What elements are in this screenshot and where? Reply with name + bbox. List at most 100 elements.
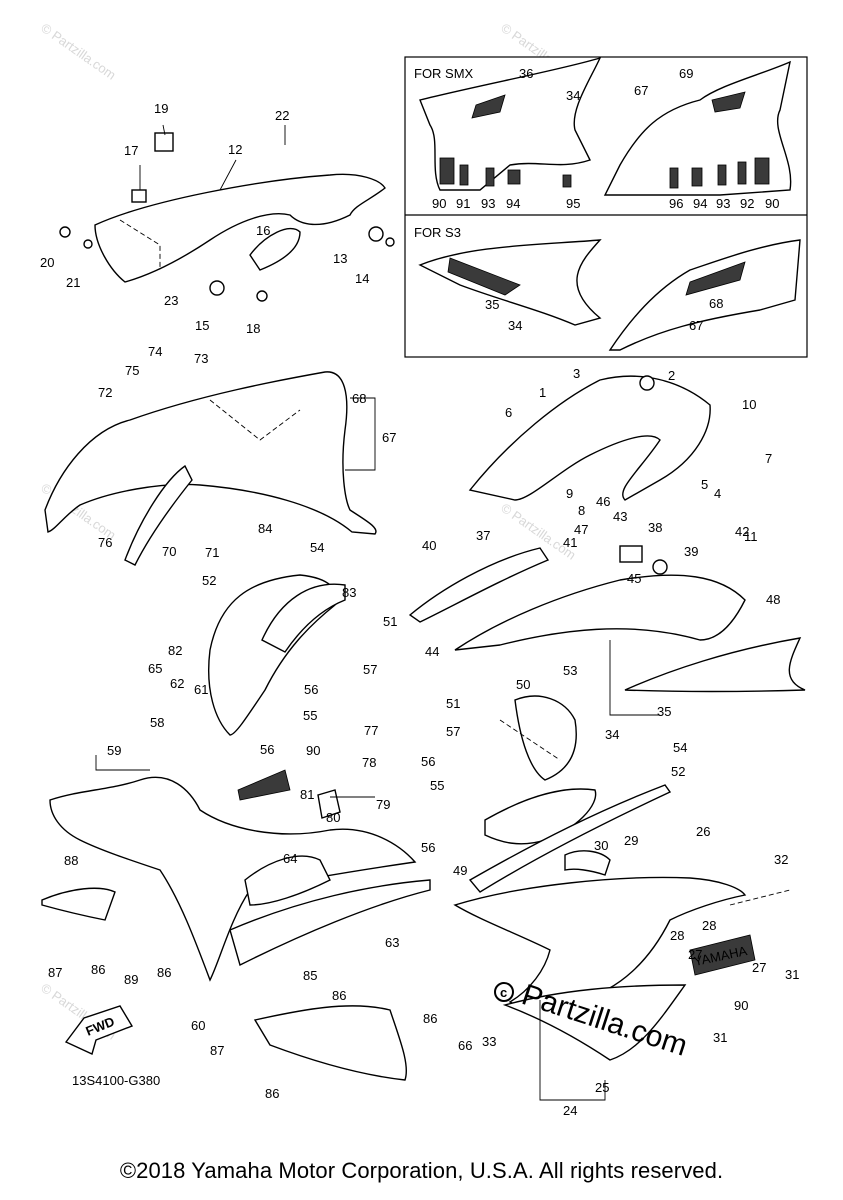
part-callout: 85	[303, 968, 317, 983]
part-callout: 76	[98, 535, 112, 550]
inset-smx-callout: 93	[481, 196, 495, 211]
part-callout: 35	[657, 704, 671, 719]
part-callout: 72	[98, 385, 112, 400]
inset-smx-callout: 94	[693, 196, 707, 211]
part-callout: 52	[202, 573, 216, 588]
part-callout: 6	[505, 405, 512, 420]
smx-decal-90b	[754, 157, 770, 185]
part-callout: 53	[563, 663, 577, 678]
inset-smx-title: FOR SMX	[414, 66, 474, 81]
smx-decal-94b	[691, 167, 703, 187]
part-callout: 5	[701, 477, 708, 492]
part-16-bracket	[249, 227, 301, 271]
part-callout: 18	[246, 321, 260, 336]
inset-smx-callout: 90	[432, 196, 446, 211]
part-callout: 70	[162, 544, 176, 559]
part-callout: 73	[194, 351, 208, 366]
part-20-bolt	[59, 226, 71, 238]
part-callout: 40	[422, 538, 436, 553]
diagram-code: 13S4100-G380	[72, 1073, 160, 1088]
part-1-side-cover	[468, 375, 711, 501]
part-callout: 56	[260, 742, 274, 757]
part-13-grommet	[368, 226, 384, 242]
part-callout: 10	[742, 397, 756, 412]
part-83-inner-panel	[261, 583, 346, 653]
part-callout: 81	[300, 787, 314, 802]
part-24-under-cowling	[453, 876, 747, 1010]
under-cowling-left-assembly	[41, 769, 431, 1081]
inset-s3-callout: 35	[485, 297, 499, 312]
smx-decal-94	[507, 169, 521, 185]
part-callout: 82	[168, 643, 182, 658]
part-callout: 1	[539, 385, 546, 400]
part-callout: 58	[150, 715, 164, 730]
part-callout: 49	[453, 863, 467, 878]
part-callout: 78	[362, 755, 376, 770]
part-callout: 63	[385, 935, 399, 950]
part-callout: 43	[613, 509, 627, 524]
part-callout: 54	[673, 740, 687, 755]
part-callout: 84	[258, 521, 272, 536]
part-callout: 32	[774, 852, 788, 867]
part-callout: 87	[210, 1043, 224, 1058]
smx-decal-91	[459, 164, 469, 186]
part-88-bracket	[41, 887, 116, 921]
part-callout: 46	[596, 494, 610, 509]
part-callout: 57	[363, 662, 377, 677]
part-callout: 19	[154, 101, 168, 116]
part-callout: 90	[734, 998, 748, 1013]
part-callout: 47	[574, 522, 588, 537]
part-callout: 8	[578, 503, 585, 518]
inset-smx-callout: 67	[634, 83, 648, 98]
part-callout: 30	[594, 838, 608, 853]
part-callout: 60	[191, 1018, 205, 1033]
part-90-decal	[237, 769, 291, 801]
part-58-under-cowling	[49, 776, 417, 982]
inset-s3-callout: 67	[689, 318, 703, 333]
part-2-grommet	[639, 375, 655, 391]
part-callout: 64	[283, 851, 297, 866]
part-14-collar	[385, 237, 395, 247]
part-callout: 74	[148, 344, 162, 359]
part-callout: 15	[195, 318, 209, 333]
part-callout: 39	[684, 544, 698, 559]
s3-right-decal-68	[685, 261, 746, 296]
part-callout: 67	[382, 430, 396, 445]
fwd-arrow-icon	[64, 1005, 134, 1055]
side-cover-right-assembly	[408, 375, 806, 693]
part-callout: 22	[275, 108, 289, 123]
part-callout: 31	[785, 967, 799, 982]
part-43-bracket	[619, 545, 643, 563]
part-callout: 87	[48, 965, 62, 980]
part-callout: 24	[563, 1103, 577, 1118]
s3-right-side-cover	[608, 239, 801, 351]
part-callout: 55	[303, 708, 317, 723]
part-callout: 12	[228, 142, 242, 157]
smx-decal-92	[737, 161, 747, 185]
inset-smx-callout: 90	[765, 196, 779, 211]
part-callout: 21	[66, 275, 80, 290]
part-50-duct	[514, 695, 577, 781]
part-callout: 42	[735, 524, 749, 539]
copyright-circle-icon	[494, 982, 514, 1002]
smx-left-decal-36	[471, 94, 506, 119]
part-callout: 90	[306, 743, 320, 758]
inset-smx-callout: 94	[506, 196, 520, 211]
part-callout: 28	[670, 928, 684, 943]
part-callout: 56	[421, 754, 435, 769]
part-70-cowling-inner	[124, 464, 193, 566]
inset-s3-title: FOR S3	[414, 225, 461, 240]
part-callout: 51	[383, 614, 397, 629]
part-callout: 41	[563, 535, 577, 550]
part-19-clip	[154, 132, 174, 152]
part-callout: 27	[752, 960, 766, 975]
copyright-footer: ©2018 Yamaha Motor Corporation, U.S.A. A…	[119, 1158, 724, 1183]
part-callout: 59	[107, 743, 121, 758]
part-callout: 44	[425, 644, 439, 659]
inset-smx-callout: 93	[716, 196, 730, 211]
copyright-glyph-icon: c	[500, 985, 507, 1000]
inset-smx-callout: 96	[669, 196, 683, 211]
part-34-side-panel	[454, 574, 746, 651]
part-callout: 28	[702, 918, 716, 933]
